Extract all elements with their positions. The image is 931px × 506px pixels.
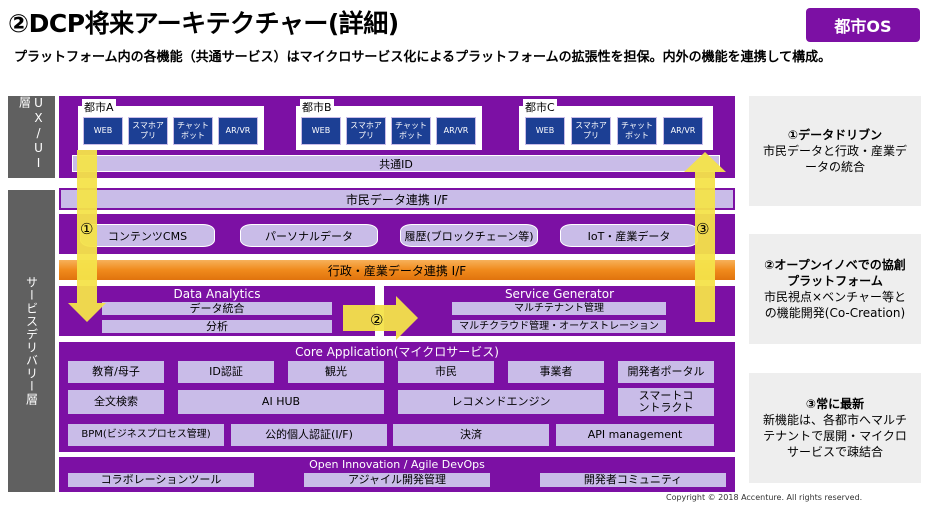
multicloud-orchestration-item: マルチクラウド管理・オーケストレーション — [452, 320, 666, 333]
multitenant-management-item: マルチテナント管理 — [452, 302, 666, 315]
city-a-web: WEB — [83, 117, 123, 145]
city-a-ar-vr: AR/VR — [218, 117, 258, 145]
gov-industry-if-bar: 行政・産業データ連携 I/F — [59, 260, 735, 280]
core-application-title: Core Application(マイクロサービス) — [295, 345, 499, 359]
core-developer-portal-item: 開発者ポータル — [618, 361, 714, 383]
common-id-bar: 共通ID — [72, 155, 720, 172]
city-c-chatbot: チャットボット — [617, 117, 657, 145]
city-b-chatbot: チャットボット — [391, 117, 431, 145]
core-smart-contract-item: スマートコントラクト — [618, 388, 714, 416]
side-box-always-latest: ③常に最新 新機能は、各都市へマルチテナントで展開・マイクロサービスで疎結合 — [749, 373, 921, 483]
city-b-name: 都市B — [300, 99, 334, 115]
history-blockchain-store: 履歴(ブロックチェーン等) — [400, 224, 538, 247]
core-ai-hub-item: AI HUB — [178, 390, 384, 414]
side-box-data-driven-head: ①データドリブン — [787, 128, 883, 142]
side-box-data-driven: ①データドリブン 市民データと行政・産業データの統合 — [749, 96, 921, 206]
side-box-always-latest-head: ③常に最新 — [805, 397, 865, 411]
core-business-item: 事業者 — [508, 361, 604, 383]
agile-dev-management-item: アジャイル開発管理 — [304, 473, 490, 487]
city-c-name: 都市C — [523, 99, 557, 115]
city-a-name: 都市A — [82, 99, 116, 115]
iot-industry-data-store: IoT・産業データ — [560, 224, 698, 247]
side-box-open-innovation-body: 市民視点×ベンチャー等との機能開発(Co-Creation) — [764, 290, 906, 320]
city-c-ar-vr: AR/VR — [663, 117, 703, 145]
citizen-data-if-bar: 市民データ連携 I/F — [59, 188, 735, 210]
city-b-smartphone-app: スマホアプリ — [346, 117, 386, 145]
city-a-smartphone-app: スマホアプリ — [128, 117, 168, 145]
service-generator-title: Service Generator — [504, 287, 615, 301]
data-integration-item: データ統合 — [102, 302, 332, 315]
city-b-web: WEB — [301, 117, 341, 145]
city-c-web: WEB — [525, 117, 565, 145]
core-recommend-engine-item: レコメンドエンジン — [398, 390, 604, 414]
data-analytics-title: Data Analytics — [173, 287, 261, 301]
core-api-management-item: API management — [556, 424, 714, 446]
personal-data-store: パーソナルデータ — [240, 224, 378, 247]
city-b-ar-vr: AR/VR — [436, 117, 476, 145]
collaboration-tool-item: コラボレーションツール — [68, 473, 254, 487]
open-innovation-title: Open Innovation / Agile DevOps — [309, 458, 485, 471]
service-layer-label: サービスデリバリー層 — [8, 190, 55, 492]
core-id-auth-item: ID認証 — [178, 361, 274, 383]
core-citizen-item: 市民 — [398, 361, 494, 383]
city-a-chatbot: チャットボット — [173, 117, 213, 145]
core-public-auth-item: 公的個人認証(I/F) — [231, 424, 387, 446]
core-tourism-item: 観光 — [288, 361, 384, 383]
ux-layer-label: UX/UI層 — [8, 96, 55, 178]
arrow-1-label: ① — [80, 220, 94, 238]
side-box-open-innovation-head: ②オープンイノベでの協創プラットフォーム — [764, 258, 906, 288]
content-cms-store: コンテンツCMS — [80, 224, 215, 247]
side-box-data-driven-body: 市民データと行政・産業データの統合 — [762, 144, 907, 174]
page-title: ②DCP将来アーキテクチャー(詳細) — [8, 9, 399, 38]
arrow-2-label: ② — [370, 311, 384, 329]
city-os-badge: 都市OS — [806, 8, 920, 42]
city-c-smartphone-app: スマホアプリ — [571, 117, 611, 145]
core-education-item: 教育/母子 — [68, 361, 164, 383]
core-payment-item: 決済 — [393, 424, 549, 446]
copyright-text: Copyright © 2018 Accenture. All rights r… — [666, 493, 863, 502]
analysis-item: 分析 — [102, 320, 332, 333]
developer-community-item: 開発者コミュニティ — [540, 473, 726, 487]
core-fulltext-search-item: 全文検索 — [68, 390, 164, 414]
page-subtitle: プラットフォーム内の各機能（共通サービス）はマイクロサービス化によるプラットフォ… — [14, 50, 832, 65]
side-box-open-innovation: ②オープンイノベでの協創プラットフォーム 市民視点×ベンチャー等との機能開発(C… — [749, 234, 921, 344]
arrow-3-label: ③ — [696, 220, 710, 238]
core-bpm-item: BPM(ビジネスプロセス管理) — [68, 424, 224, 446]
side-box-always-latest-body: 新機能は、各都市へマルチテナントで展開・マイクロサービスで疎結合 — [762, 413, 907, 459]
